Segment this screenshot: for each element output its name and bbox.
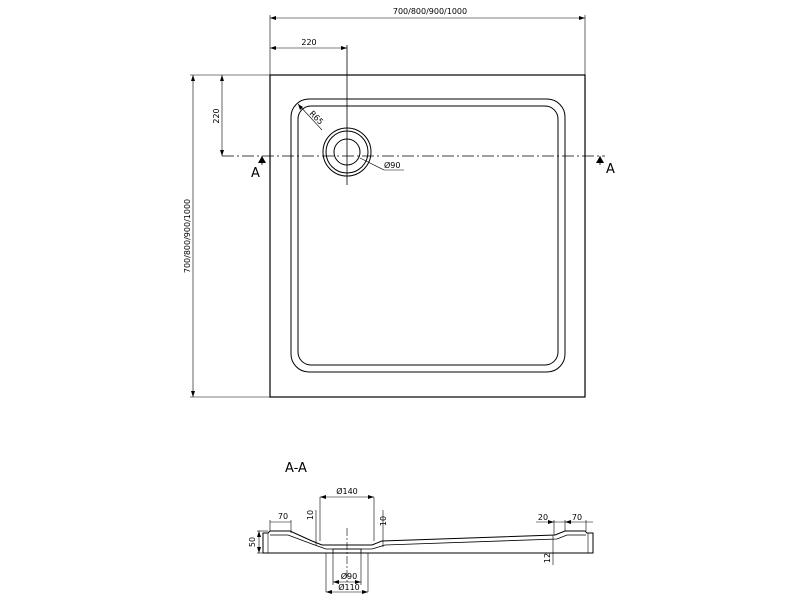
d90-label: Ø90 xyxy=(341,571,357,581)
section-title: A-A xyxy=(285,461,307,476)
dim-70-left: 70 xyxy=(278,512,288,521)
tray-outline xyxy=(269,74,586,398)
radius-label: R65 xyxy=(308,109,326,127)
drain-leader xyxy=(359,157,385,171)
section-mark-right: A xyxy=(606,162,615,177)
basin-outline-inner xyxy=(297,105,559,366)
plan-view: A A 700/800/900/1000 220 700/800/900/100… xyxy=(183,7,615,398)
section-mark-left: A xyxy=(251,166,260,181)
height-label: 700/800/900/1000 xyxy=(183,199,192,273)
d140-label: Ø140 xyxy=(336,486,358,496)
dim-20: 20 xyxy=(538,513,548,522)
offset-x-label: 220 xyxy=(301,38,316,47)
section-view: A-A Ø140 Ø90 Ø110 70 xyxy=(248,461,594,594)
offset-y-label: 220 xyxy=(212,108,221,123)
dim-50: 50 xyxy=(248,537,257,547)
dim-70-right: 70 xyxy=(572,513,582,522)
dim-10-right: 10 xyxy=(379,516,388,526)
tray-profile xyxy=(262,530,594,554)
width-label: 700/800/900/1000 xyxy=(393,7,467,16)
tray-inner-profile xyxy=(270,534,586,550)
dim-12: 12 xyxy=(543,553,552,563)
basin-outline-outer xyxy=(290,98,566,373)
radius-leader xyxy=(297,103,323,131)
d110-label: Ø110 xyxy=(338,582,360,592)
dim-10-left: 10 xyxy=(306,510,315,520)
drain-diameter-label: Ø90 xyxy=(384,160,400,170)
